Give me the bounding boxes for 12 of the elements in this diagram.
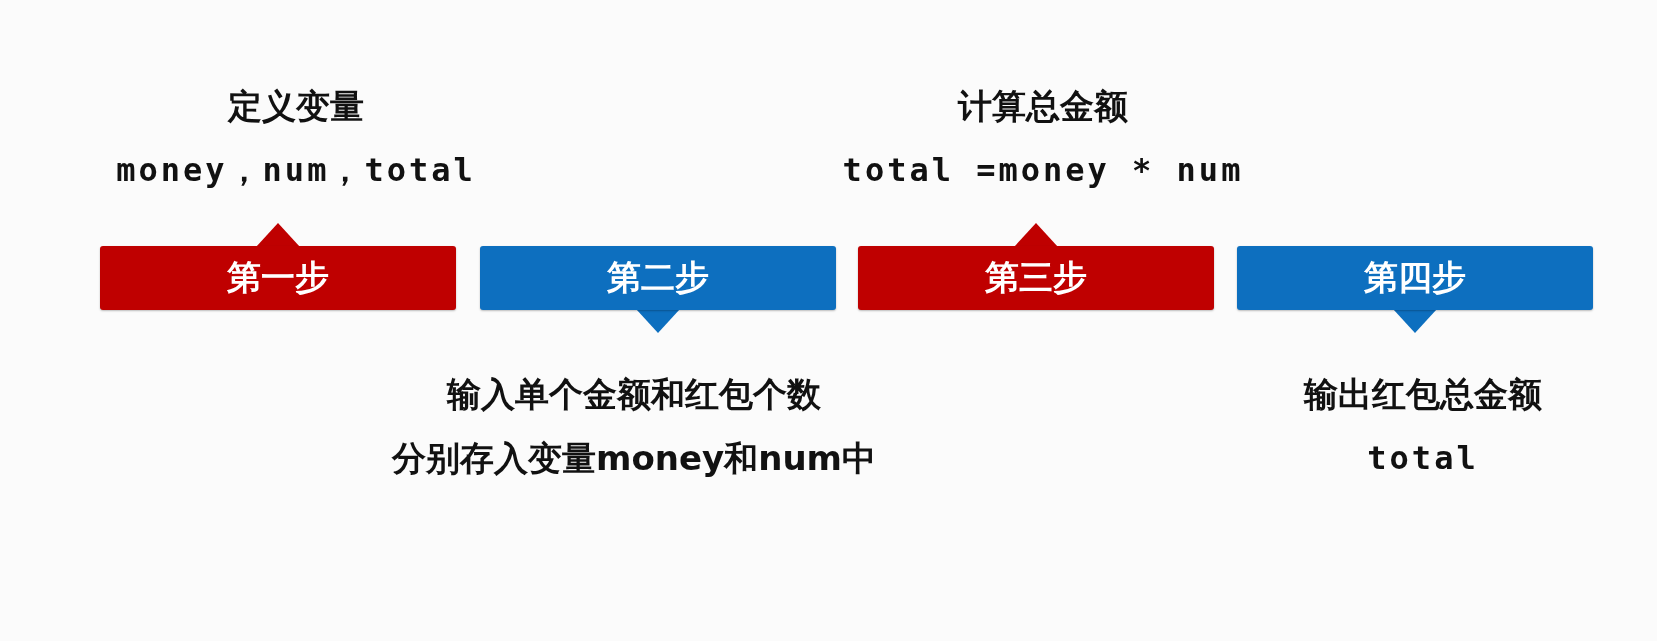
- step-heading: 输出红包总金额: [1304, 374, 1542, 414]
- step-detail: total: [1367, 438, 1479, 478]
- step-label: 第四步: [1364, 256, 1466, 299]
- step-heading: 计算总金额: [958, 86, 1128, 126]
- step-heading: 定义变量: [228, 86, 364, 126]
- step-label: 第二步: [607, 256, 709, 299]
- step-detail: 分别存入变量money和num中: [391, 438, 877, 478]
- step-detail: money，num，total: [116, 150, 476, 190]
- step-label: 第一步: [227, 256, 329, 299]
- step-label: 第三步: [985, 256, 1087, 299]
- step-heading: 输入单个金额和红包个数: [447, 374, 821, 414]
- step-detail: total =money * num: [842, 150, 1244, 190]
